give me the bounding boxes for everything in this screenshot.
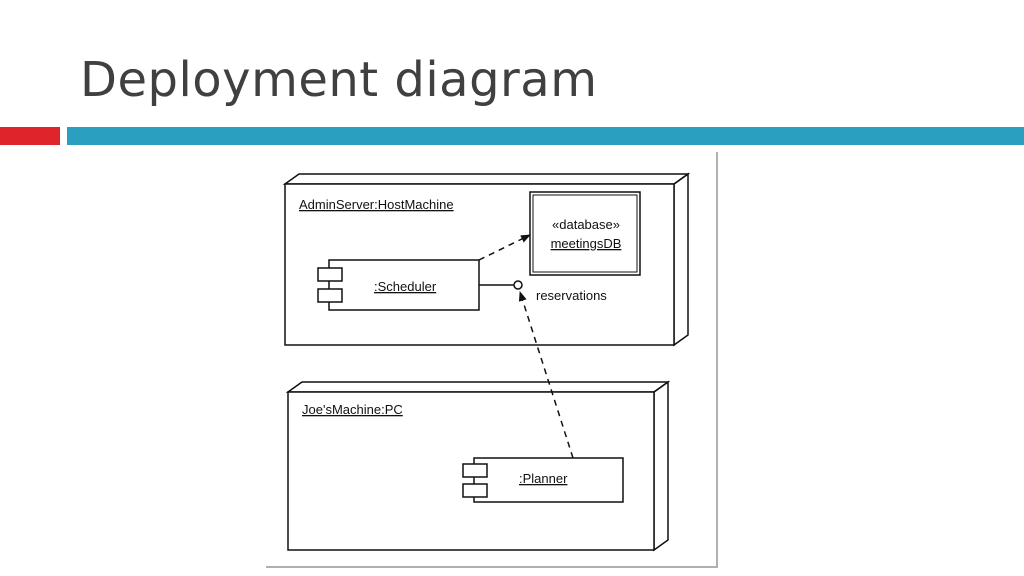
- dependency-planner-to-interface: [518, 291, 574, 459]
- database-meetingsdb: «database» meetingsDB: [529, 191, 641, 276]
- panel-shadow-bottom: [266, 566, 718, 568]
- node-joe-label: Joe'sMachine:PC: [302, 402, 403, 417]
- component-scheduler: :Scheduler: [317, 259, 480, 311]
- node-admin-label: AdminServer:HostMachine: [299, 197, 454, 212]
- diagram-svg: AdminServer:HostMachine «database» meeti…: [282, 172, 691, 552]
- scheduler-label: :Scheduler: [374, 279, 437, 294]
- interface-reservations: reservations: [479, 280, 607, 303]
- database-name: meetingsDB: [551, 236, 622, 251]
- deployment-diagram: AdminServer:HostMachine «database» meeti…: [266, 152, 718, 568]
- panel-shadow-right: [716, 152, 718, 568]
- slide-title: Deployment diagram: [80, 52, 598, 108]
- dependency-scheduler-to-db: [478, 234, 531, 261]
- interface-label: reservations: [536, 288, 607, 303]
- planner-label: :Planner: [519, 471, 568, 486]
- component-planner: :Planner: [462, 457, 624, 503]
- accent-bar-red: [0, 127, 60, 145]
- accent-bar-teal: [67, 127, 1024, 145]
- database-stereotype: «database»: [552, 217, 620, 232]
